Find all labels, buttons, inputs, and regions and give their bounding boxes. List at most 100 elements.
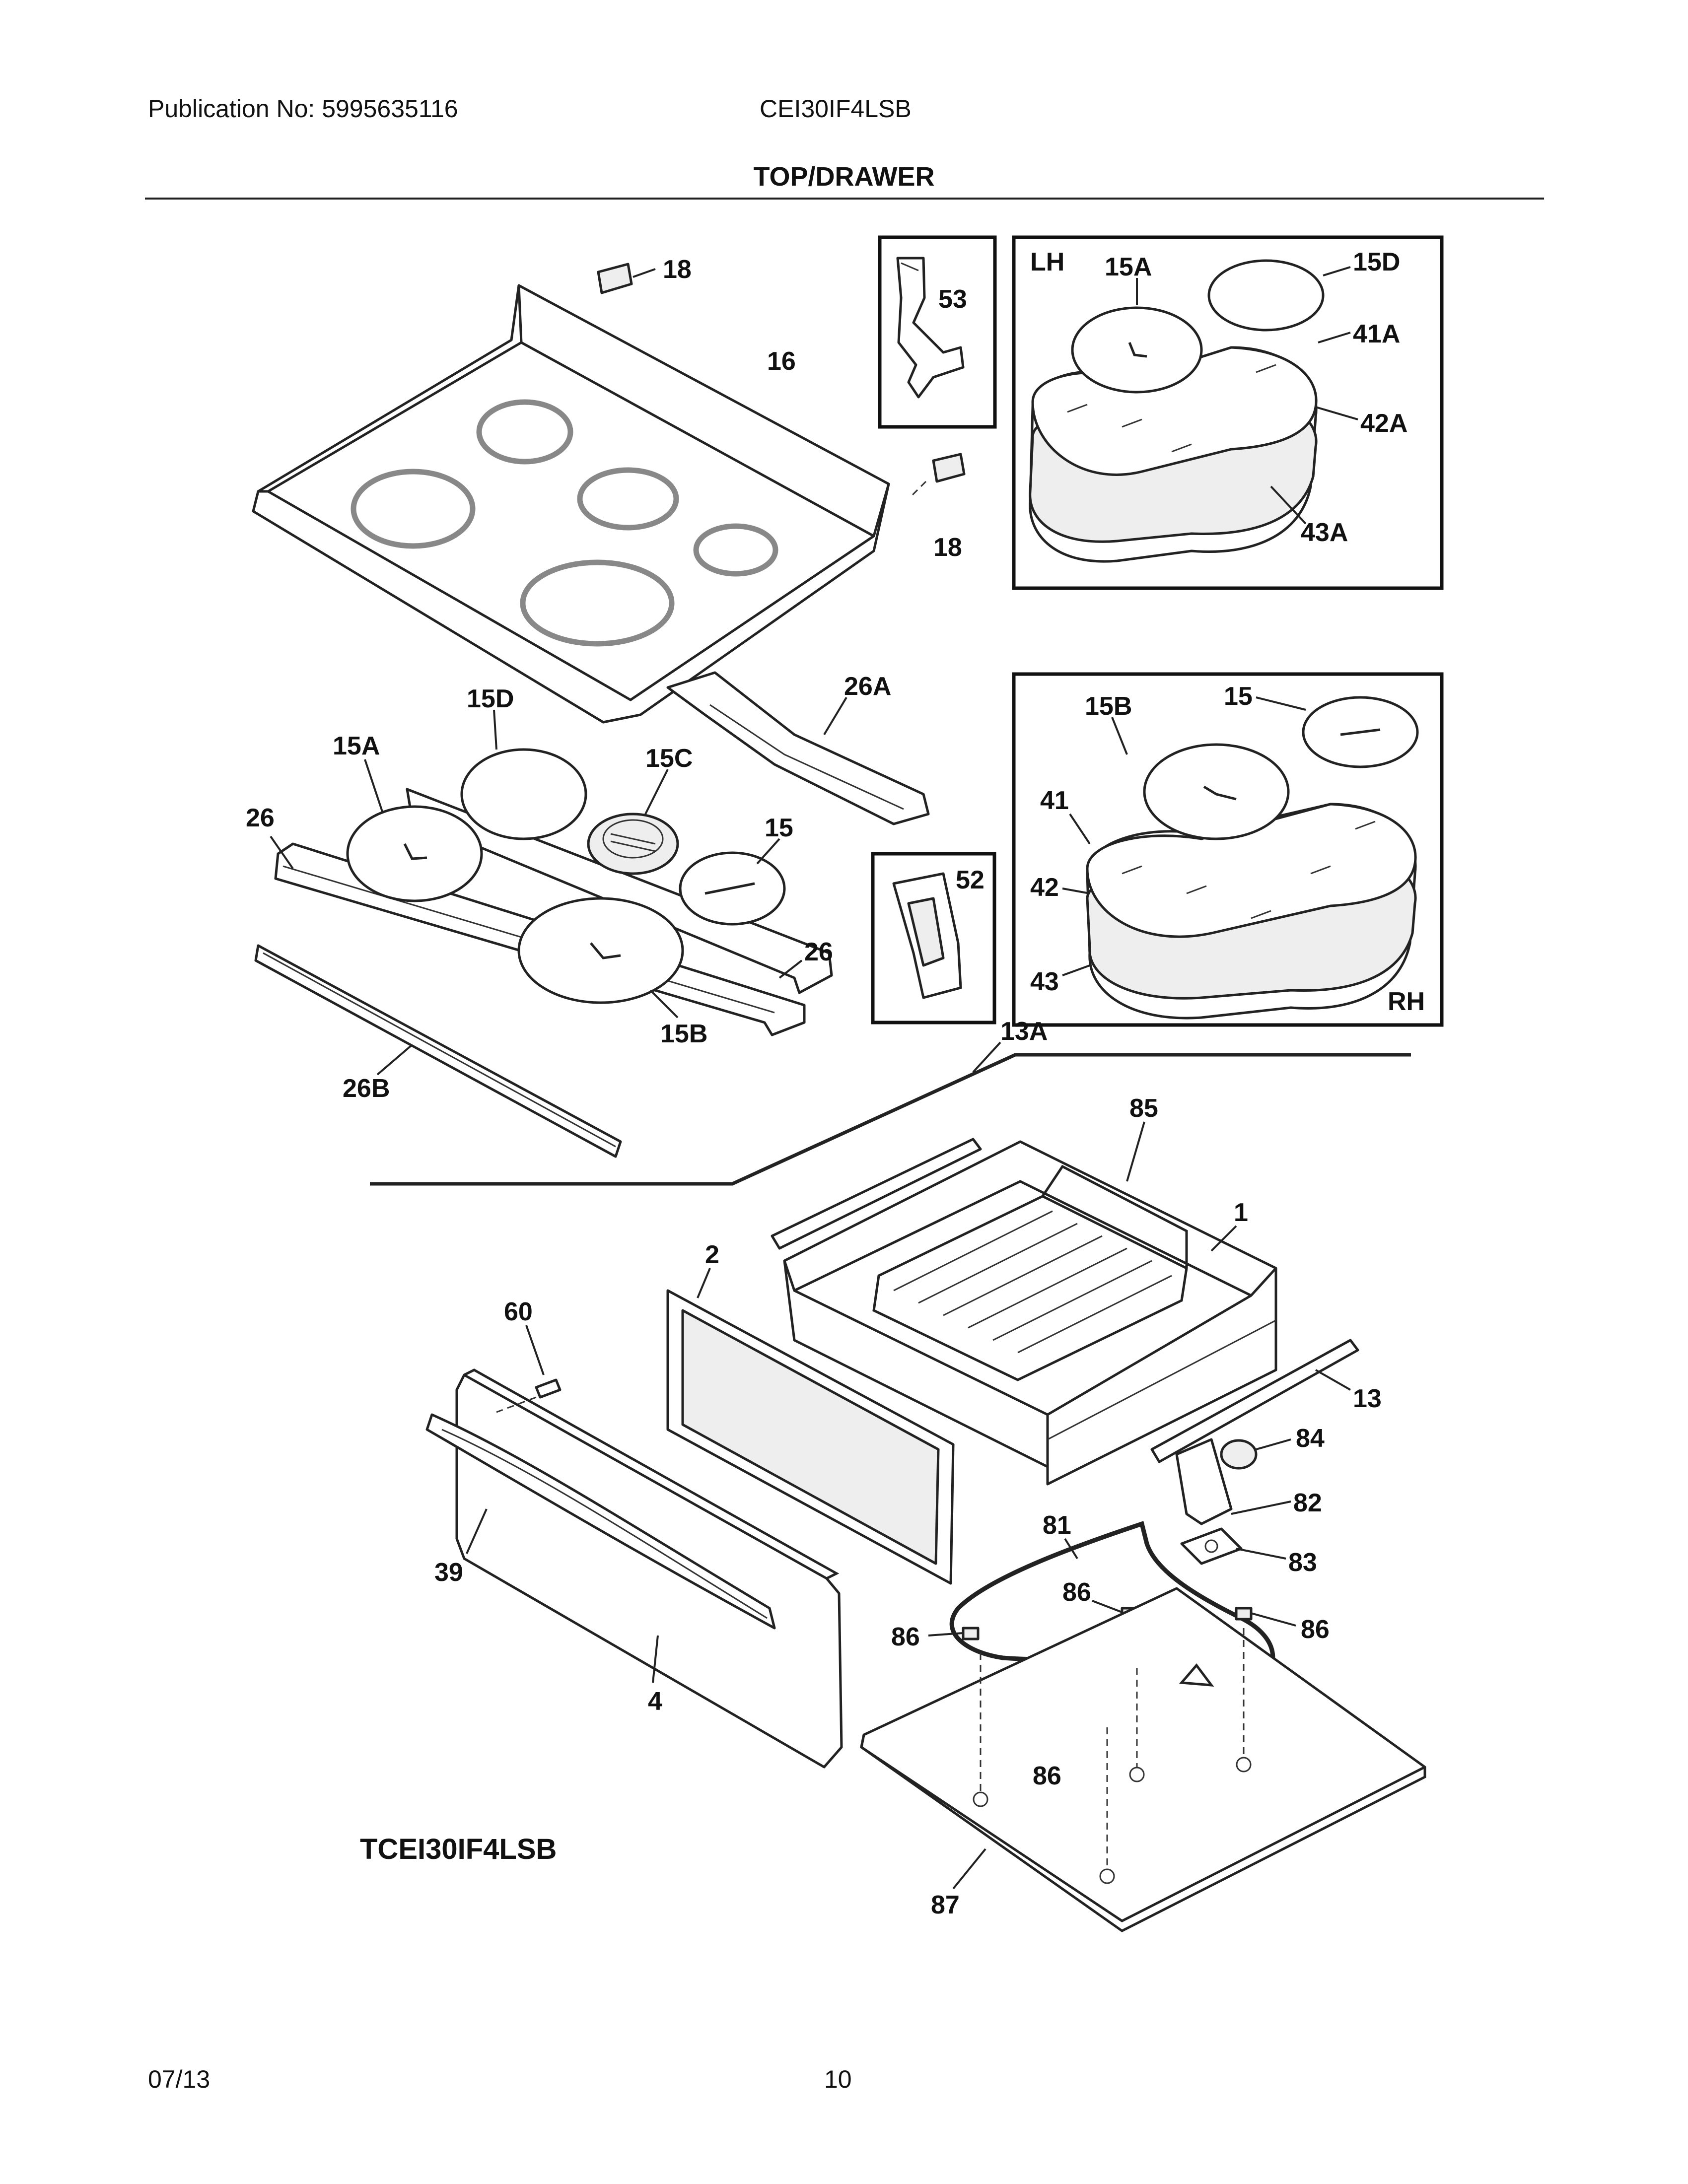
callout-86b: 86 — [891, 1623, 920, 1651]
leader-87 — [952, 1848, 986, 1890]
callout-81: 81 — [1043, 1511, 1071, 1540]
callout-2: 2 — [705, 1240, 719, 1269]
callout-41a: 41A — [1353, 320, 1400, 348]
leader-15b-box — [1111, 717, 1128, 755]
leader-60 — [525, 1325, 545, 1375]
leader-85 — [1126, 1121, 1145, 1182]
callout-42a: 42A — [1360, 409, 1407, 438]
callout-26b: 26B — [343, 1074, 390, 1103]
callout-4: 4 — [648, 1687, 662, 1716]
rack-85[interactable] — [872, 1164, 1188, 1381]
section-divider — [370, 1053, 1411, 1186]
drawer-bottom-87[interactable] — [860, 1587, 1426, 1932]
leader-26 — [270, 835, 294, 870]
leader-13 — [1315, 1369, 1351, 1391]
callout-15a: 15A — [333, 732, 380, 760]
callout-52: 52 — [956, 866, 985, 894]
callout-41: 41 — [1040, 786, 1069, 815]
leader-15a — [364, 759, 383, 812]
leader-15b — [649, 989, 679, 1019]
cover-52[interactable] — [892, 872, 962, 999]
callout-39: 39 — [434, 1558, 463, 1587]
callout-53: 53 — [938, 285, 967, 314]
drawer-inner-panel[interactable] — [666, 1289, 955, 1585]
leader-39 — [466, 1508, 488, 1554]
element-assembly-rh[interactable] — [1086, 696, 1419, 1020]
callout-83: 83 — [1288, 1548, 1317, 1577]
bracket-26a[interactable] — [666, 671, 930, 825]
callout-15a-box: 15A — [1105, 253, 1152, 281]
leader-2 — [697, 1268, 711, 1298]
cooktop-glass-top[interactable] — [252, 284, 890, 724]
callout-18-lower: 18 — [933, 533, 962, 562]
leader-15-box — [1256, 696, 1306, 711]
leader-86c — [1251, 1612, 1296, 1627]
bracket-18-lower[interactable] — [910, 453, 966, 497]
element-15c[interactable] — [587, 813, 679, 875]
callout-15: 15 — [765, 814, 793, 842]
label-lh: LH — [1030, 248, 1064, 276]
callout-84: 84 — [1296, 1424, 1325, 1453]
callout-15b: 15B — [660, 1020, 707, 1048]
leader-42a — [1315, 406, 1358, 420]
leader-42 — [1062, 887, 1090, 894]
leader-1 — [1210, 1225, 1237, 1252]
callout-43a: 43A — [1301, 518, 1348, 547]
screw-60[interactable] — [496, 1378, 562, 1413]
element-15a[interactable] — [346, 805, 483, 902]
leader-86a — [1092, 1600, 1125, 1614]
element-15[interactable] — [679, 851, 786, 926]
callout-60: 60 — [504, 1297, 533, 1326]
callout-86d: 86 — [1033, 1762, 1061, 1790]
callout-15d: 15D — [467, 684, 514, 713]
callout-26r: 26 — [804, 938, 833, 966]
leader-26r — [778, 959, 803, 979]
leader-86b — [928, 1632, 964, 1637]
leader-13a — [972, 1041, 1001, 1073]
box-53-frame — [878, 235, 997, 429]
thermostat-84[interactable] — [1220, 1439, 1258, 1470]
leader-41 — [1069, 813, 1091, 845]
element-15b[interactable] — [517, 897, 684, 1004]
element-assembly-lh[interactable] — [1029, 259, 1325, 563]
callout-13a: 13A — [1000, 1017, 1048, 1046]
leader-26a — [823, 696, 847, 736]
trim-26b[interactable] — [254, 944, 622, 1158]
clip-53[interactable] — [896, 257, 965, 399]
callout-18-upper: 18 — [663, 255, 692, 284]
variant-model-label: TCEI30IF4LSB — [360, 1833, 557, 1865]
leader-43a — [1270, 485, 1307, 525]
callout-85: 85 — [1129, 1094, 1158, 1123]
callout-42: 42 — [1030, 873, 1059, 902]
drawer-handle[interactable] — [425, 1413, 776, 1630]
label-rh: RH — [1388, 987, 1425, 1016]
leader-26b — [376, 1044, 413, 1076]
element-15d[interactable] — [460, 748, 587, 840]
leader-82 — [1231, 1501, 1291, 1515]
page-number: 10 — [824, 2065, 852, 2093]
slide-13a[interactable] — [771, 1138, 982, 1250]
callout-86c: 86 — [1301, 1615, 1330, 1644]
bracket-83[interactable] — [1180, 1527, 1243, 1565]
leader-81 — [1064, 1538, 1078, 1560]
bracket-18-upper[interactable] — [597, 263, 656, 294]
leader-83 — [1236, 1548, 1286, 1560]
bracket-82[interactable] — [1175, 1438, 1233, 1525]
leader-15c — [644, 769, 669, 815]
slide-13[interactable] — [1150, 1339, 1359, 1463]
leader-41a — [1318, 332, 1351, 343]
callout-86a: 86 — [1062, 1578, 1091, 1607]
leader-15d-box — [1323, 266, 1351, 276]
leader-15 — [756, 838, 780, 865]
callout-15c: 15C — [645, 744, 693, 773]
footer-date: 07/13 — [148, 2065, 211, 2093]
publication-number: Publication No: 5995635116 — [148, 95, 458, 123]
leader-15d — [493, 709, 497, 750]
callout-15d-box: 15D — [1353, 248, 1400, 276]
section-title: TOP/DRAWER — [753, 162, 935, 192]
model-number: CEI30IF4LSB — [760, 95, 912, 123]
leader-43 — [1062, 964, 1090, 976]
drawer-body[interactable] — [783, 1140, 1277, 1486]
callout-13: 13 — [1353, 1384, 1382, 1413]
